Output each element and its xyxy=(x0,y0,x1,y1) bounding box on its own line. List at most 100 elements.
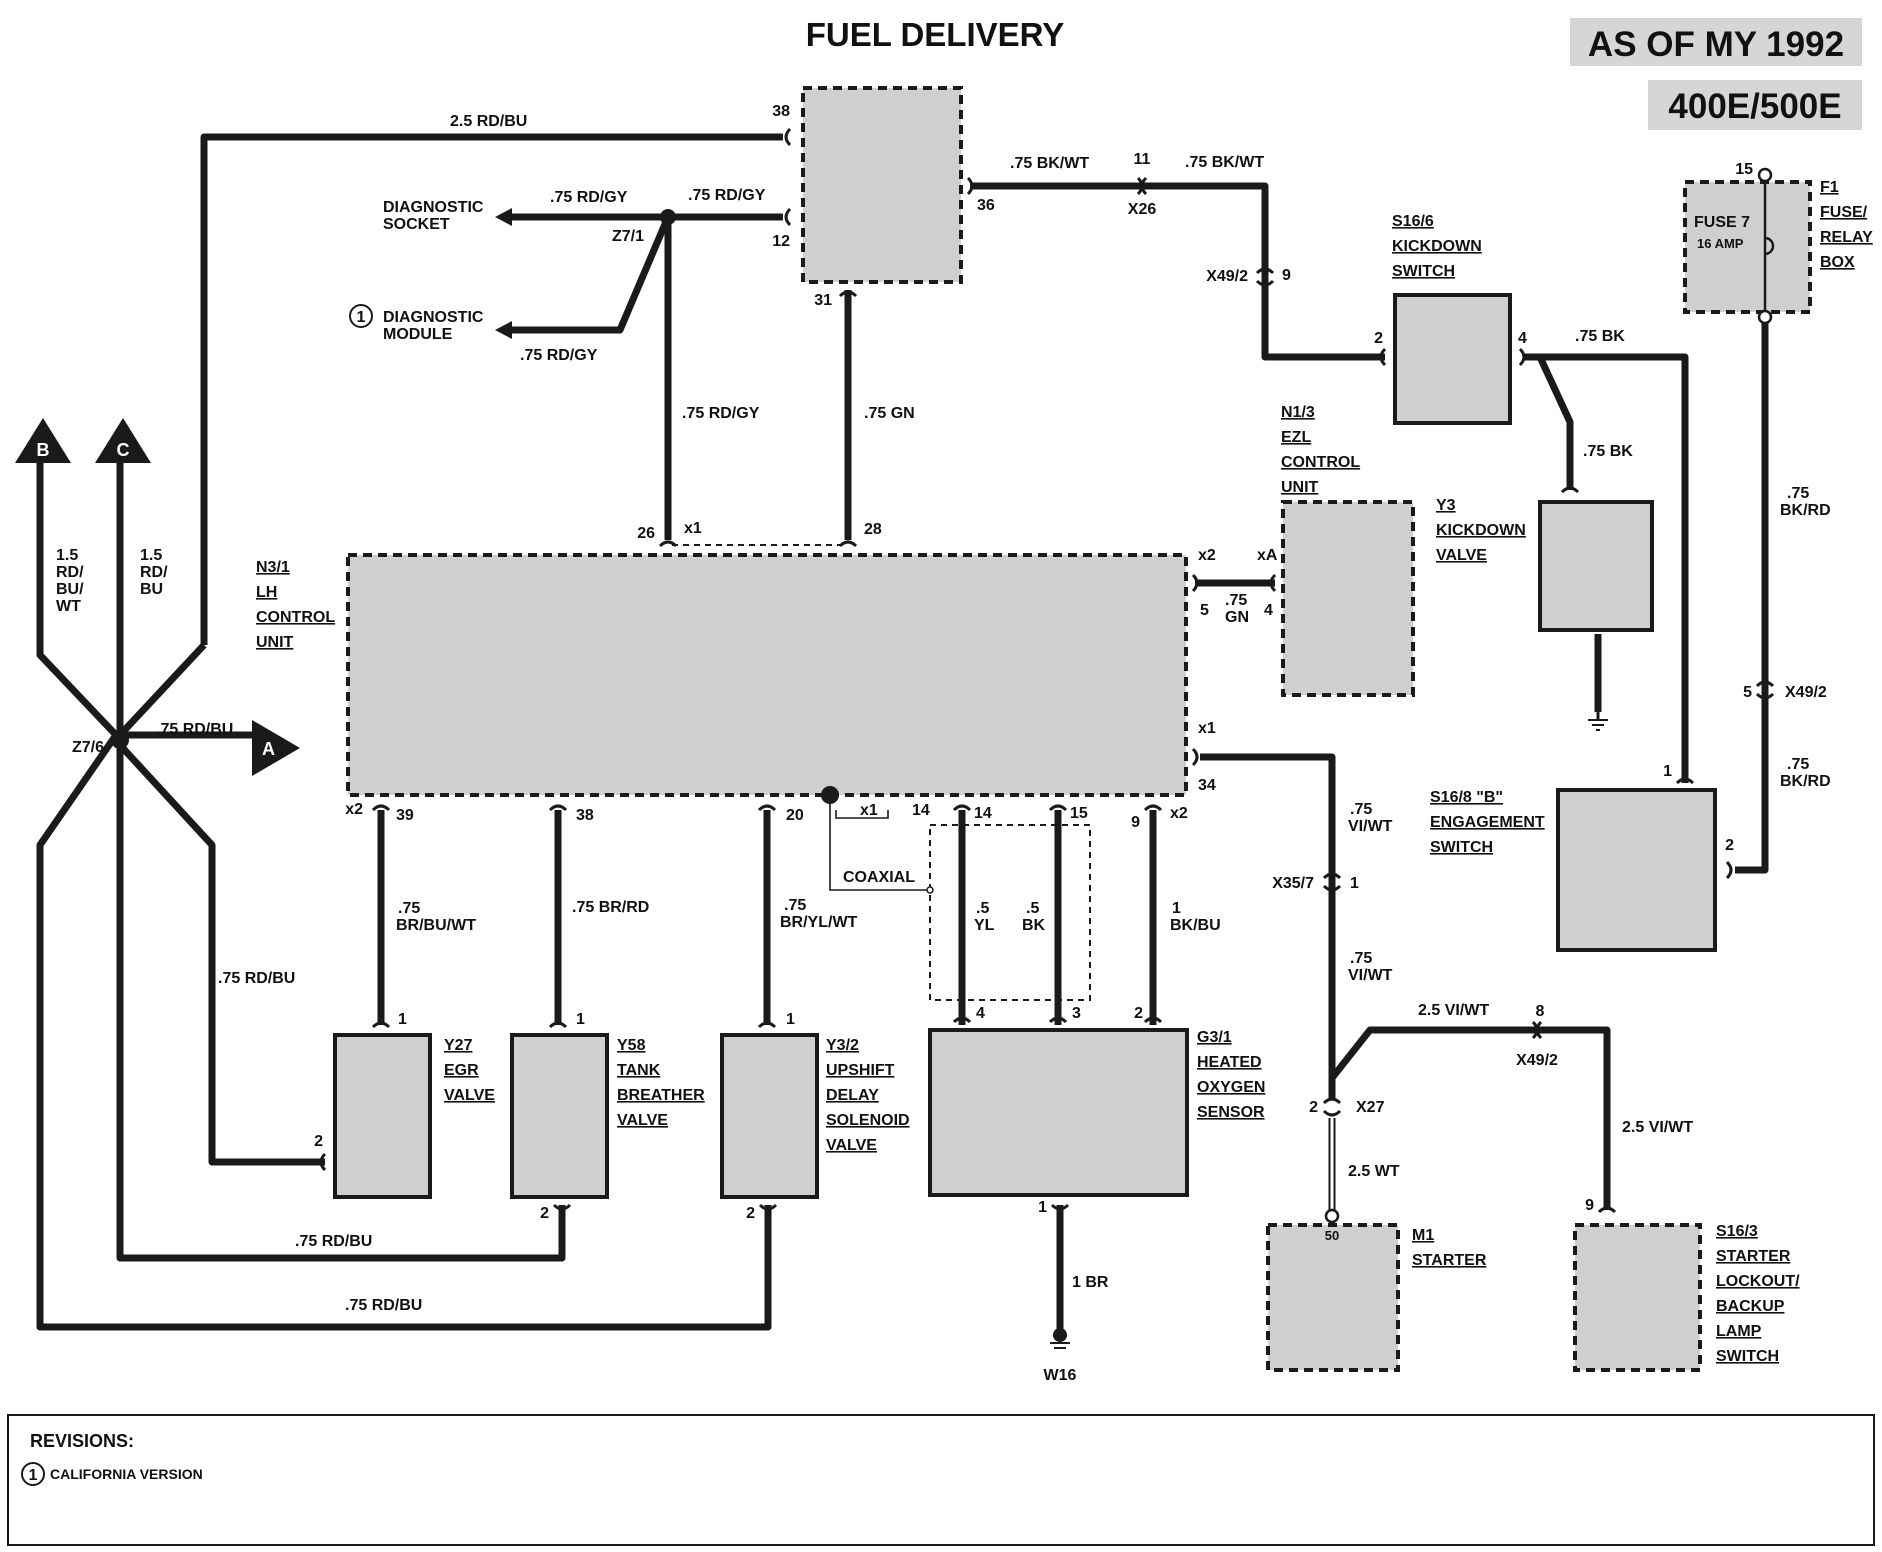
wire-x1-jumper xyxy=(835,810,889,819)
wire-label: BK/BU xyxy=(1170,917,1221,934)
pin-hook xyxy=(1048,1016,1068,1024)
wire-label: 2.5 VI/WT xyxy=(1622,1119,1693,1136)
pin-number: 2 xyxy=(1309,1099,1318,1116)
revision-note-number: 1 xyxy=(29,1467,38,1484)
pin-hook xyxy=(1535,1020,1543,1040)
pin-hook xyxy=(784,127,792,147)
pin-hook xyxy=(1755,692,1775,700)
s16-3-name: LAMP xyxy=(1716,1323,1762,1340)
pin-number: 2 xyxy=(314,1133,323,1150)
arrow-a-icon xyxy=(252,720,300,776)
y3-2-name: UPSHIFT xyxy=(826,1062,895,1079)
revisions-box xyxy=(7,1414,1875,1546)
starter-box xyxy=(1266,1223,1400,1372)
f1-name: RELAY xyxy=(1820,229,1873,246)
y3-id: Y3 xyxy=(1436,497,1456,514)
pin-number: 8 xyxy=(1536,1003,1545,1020)
connector-x35-7-label: X35/7 xyxy=(1272,875,1314,892)
diagnostic-socket-label: SOCKET xyxy=(383,216,450,233)
wire-label: .75 RD/BU xyxy=(295,1233,372,1250)
lh-control-unit-box xyxy=(346,553,1188,797)
pin-number: 36 xyxy=(977,197,995,214)
pin-number: 34 xyxy=(1198,777,1216,794)
model-year-badge: AS OF MY 1992 xyxy=(1588,25,1844,64)
wire-label: .75 BK/WT xyxy=(1010,155,1089,172)
pin-hook xyxy=(1322,872,1342,880)
wire-bk-to-s168 xyxy=(1525,353,1689,783)
y27-name: VALVE xyxy=(444,1087,495,1104)
pin-number: 26 xyxy=(637,525,655,542)
pin-number: 38 xyxy=(576,807,594,824)
wire-fuse-vertical xyxy=(1735,317,1769,874)
pin-number: 1 xyxy=(1663,763,1672,780)
pin-number: 2 xyxy=(1374,330,1383,347)
pin-number: 1 xyxy=(786,1011,795,1028)
pin-number: 4 xyxy=(1518,330,1527,347)
s16-3-id: S16/3 xyxy=(1716,1223,1758,1240)
labels: DIAGNOSTIC SOCKET 1 DIAGNOSTIC MODULE W1… xyxy=(56,103,1873,1384)
wires xyxy=(36,133,1769,1335)
coaxial-shield-box xyxy=(929,824,1091,1001)
wire-label: .75 xyxy=(1350,950,1372,967)
wire-rdbu-egr xyxy=(117,742,325,1166)
pin-number: 28 xyxy=(864,521,882,538)
connector-hooks xyxy=(319,127,1775,1214)
pin-hook xyxy=(1725,860,1733,880)
arrow-b-icon xyxy=(15,418,71,463)
wire-label: GN xyxy=(1225,609,1249,626)
wire-label: 1 xyxy=(1172,900,1181,917)
wire-label: .75 RD/GY xyxy=(682,405,760,422)
wire-label: YL xyxy=(974,917,995,934)
wire-label: .75 RD/BU xyxy=(218,970,295,987)
wire-label: 2.5 RD/BU xyxy=(450,113,527,130)
wire-label: .75 BK xyxy=(1583,443,1633,460)
pin-number: 9 xyxy=(1131,814,1140,831)
model-year-badge-bg xyxy=(1570,18,1862,66)
diagnostic-socket-label: DIAGNOSTIC xyxy=(383,199,484,216)
s16-8-id: S16/8 "B" xyxy=(1430,789,1503,806)
n3-1-name: LH xyxy=(256,584,277,601)
arrow-socket-icon xyxy=(495,208,512,226)
diagnostic-module-label: MODULE xyxy=(383,326,453,343)
pin-number: xA xyxy=(1257,547,1278,564)
connector-x27-label: X27 xyxy=(1356,1099,1385,1116)
y27-name: EGR xyxy=(444,1062,479,1079)
ground-w16-icon xyxy=(1050,1328,1070,1349)
wire-label: .75 xyxy=(784,897,806,914)
pin-hook xyxy=(838,290,858,298)
y58-name: VALVE xyxy=(617,1112,668,1129)
s16-3-name: BACKUP xyxy=(1716,1298,1785,1315)
pin-number: 38 xyxy=(772,103,790,120)
wire-label: RD/ xyxy=(140,564,168,581)
pin-hook xyxy=(1379,347,1387,367)
n3-1-id: N3/1 xyxy=(256,559,290,576)
wire-label: .75 xyxy=(1225,592,1247,609)
pin-hook xyxy=(838,540,858,548)
wire-rdgy-module xyxy=(510,215,672,334)
arrow-module-icon xyxy=(495,321,512,339)
wire-label: .75 BK/WT xyxy=(1185,154,1264,171)
revision-note-text: CALIFORNIA VERSION xyxy=(50,1466,203,1482)
n1-3-name: EZL xyxy=(1281,429,1311,446)
s16-6-name: SWITCH xyxy=(1392,263,1455,280)
splice-z7-1-dot xyxy=(660,209,676,225)
pin-hook xyxy=(1048,804,1068,812)
wire-label: 1.5 xyxy=(140,547,162,564)
pin-hook xyxy=(371,804,391,812)
s16-3-name: LOCKOUT/ xyxy=(1716,1273,1800,1290)
splice-z7-6-dot xyxy=(111,731,129,749)
pin-number: 3 xyxy=(1072,1005,1081,1022)
pin-hook xyxy=(658,540,678,548)
wire-label: .75 xyxy=(1787,485,1809,502)
connector-x49-2-label: X49/2 xyxy=(1785,684,1827,701)
pin-hook xyxy=(1255,267,1275,275)
revision-1-marker-icon xyxy=(349,304,373,328)
s16-3-name: STARTER xyxy=(1716,1248,1791,1265)
pin-number: 1 xyxy=(1038,1199,1047,1216)
fuse-element-icon xyxy=(1764,236,1775,256)
ezl-control-unit-box xyxy=(1281,500,1415,697)
pin-number: x2 xyxy=(1198,547,1216,564)
wire-label: BK/RD xyxy=(1780,502,1831,519)
tank-breather-valve-box xyxy=(510,1033,609,1199)
arrow-c-icon xyxy=(95,418,151,463)
